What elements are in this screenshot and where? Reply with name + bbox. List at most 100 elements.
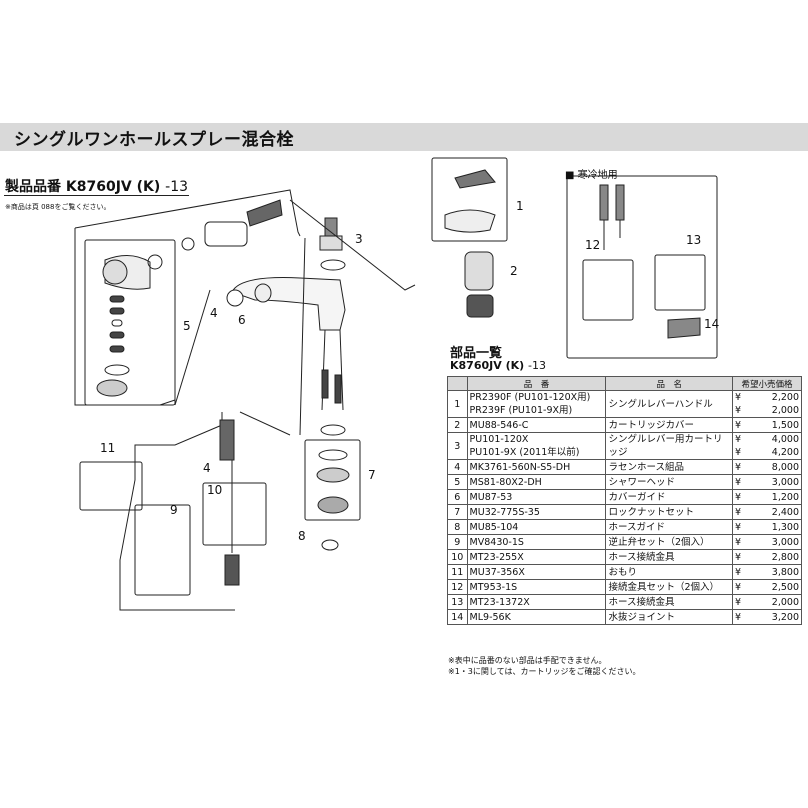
price-line: ¥4,200 [735,446,799,459]
price-line: ¥1,300 [735,521,799,534]
currency-symbol: ¥ [735,419,742,431]
cell-part-number: MK3761-560N-S5-DH [466,459,607,475]
cell-price: ¥2,200¥2,000 [732,390,802,418]
price-value: 3,800 [771,566,799,578]
cell-name: ロックナットセット [605,504,734,520]
price-line: ¥1,200 [735,491,799,504]
part-number-text: MV8430-1S [469,536,524,548]
note-2: ※1・3に関しては、カートリッジをご確認ください。 [448,667,641,676]
currency-symbol: ¥ [735,566,742,578]
part-number-text: MU85-104 [469,521,519,533]
part-number-text: MU87-53 [469,491,513,503]
currency-symbol: ¥ [735,392,742,403]
part-number-text: MS81-80X2-DH [469,476,542,488]
parts-notes: ※表中に品番のない部品は手配できません。 ※1・3に関しては、カートリッジをご確… [448,655,640,677]
part-number-text: PR239F (PU101-9X用) [469,405,573,416]
price-line: ¥2,000 [735,596,799,609]
currency-symbol: ¥ [735,551,742,563]
parts-list-model-number: K8760JV (K) [450,359,525,372]
price-value: 2,400 [771,506,799,518]
part-number-text: PU101-9X (2011年以前) [469,447,580,458]
price-value: 1,200 [771,491,799,503]
price-line: ¥3,000 [735,536,799,549]
part-number-text: MU88-546-C [469,419,529,431]
price-line: ¥4,000 [735,433,799,446]
cell-part-number: PU101-120X PU101-9X (2011年以前) [466,432,607,460]
cell-name: シングルレバー用カートリッジ [605,432,734,460]
cell-part-number: MU32-775S-35 [466,504,607,520]
price-line: ¥2,500 [735,581,799,594]
part-number-text: MK3761-560N-S5-DH [469,461,571,473]
cell-name: カバーガイド [605,489,734,505]
cell-no: 9 [447,534,468,550]
part-number-3: 3 [355,232,363,246]
cell-price: ¥2,400 [732,504,802,520]
cell-name: シャワーヘッド [605,474,734,490]
price-line: ¥2,000 [735,404,799,417]
part-number-4: 4 [210,306,218,320]
price-line: ¥2,200 [735,391,799,404]
cell-price: ¥3,800 [732,564,802,580]
part-number-14: 14 [704,317,719,331]
cell-name: ラセンホース組品 [605,459,734,475]
price-value: 2,500 [771,581,799,593]
cell-name: ホースガイド [605,519,734,535]
product-note: ※商品は頁 088をご覧ください。 [5,203,111,211]
price-value: 8,000 [771,461,799,473]
cell-no: 12 [447,579,468,595]
part-number-2: 2 [510,264,518,278]
price-value: 1,500 [771,419,799,431]
cell-no: 14 [447,609,468,625]
cell-no: 4 [447,459,468,475]
price-line: ¥3,000 [735,476,799,489]
part-number-text: PU101-120X [469,434,529,445]
part-number-13: 13 [686,233,701,247]
cell-price: ¥2,800 [732,549,802,565]
price-line: ¥2,800 [735,551,799,564]
cell-part-number: PR2390F (PU101-120X用)PR239F (PU101-9X用) [466,390,607,418]
product-model: K8760JV (K) [65,179,161,195]
part-number-text: MT23-255X [469,551,524,563]
price-value: 2,000 [771,596,799,608]
currency-symbol: ¥ [735,521,742,533]
price-line: ¥8,000 [735,461,799,474]
currency-symbol: ¥ [735,405,742,416]
part-number-1: 1 [516,199,524,213]
product-suffix: -13 [165,179,189,195]
price-value: 3,200 [771,611,799,623]
cell-price: ¥1,300 [732,519,802,535]
cell-no: 11 [447,564,468,580]
part-number-6: 6 [238,313,246,327]
cell-name: カートリッジカバー [605,417,734,433]
currency-symbol: ¥ [735,596,742,608]
part-number-text: MU37-356X [469,566,525,578]
cell-name: シングルレバーハンドル [605,390,734,418]
price-value: 2,200 [771,392,799,403]
cell-name: 逆止弁セット（2個入） [605,534,734,550]
currency-symbol: ¥ [735,611,742,623]
part-number-11: 11 [100,441,115,455]
cell-name: ホース接続金具 [605,594,734,610]
cell-part-number: MT23-1372X [466,594,607,610]
cell-name: おもり [605,564,734,580]
cell-no: 7 [447,504,468,520]
cell-name: 接続金具セット（2個入） [605,579,734,595]
page-title: シングルワンホールスプレー混合栓 [14,130,294,150]
price-value: 2,800 [771,551,799,563]
cell-name: 水抜ジョイント [605,609,734,625]
divider [4,195,189,196]
parts-list-model: K8760JV (K) -13 [450,359,546,372]
cell-part-number: MT23-255X [466,549,607,565]
